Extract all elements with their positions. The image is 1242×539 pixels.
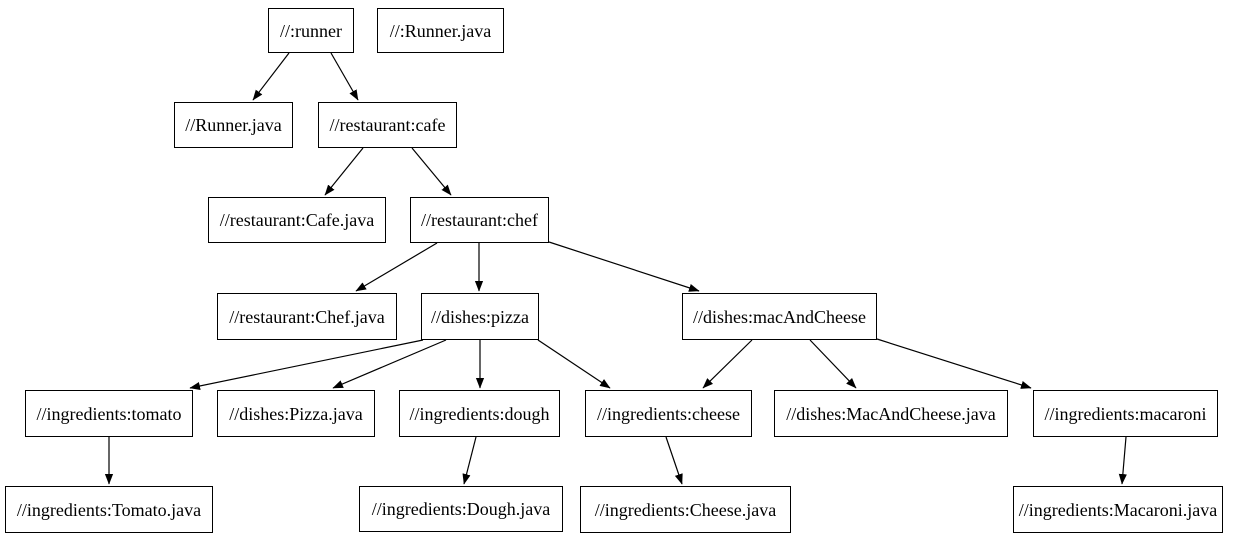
edge-mac-and-cheese-to-cheese [702, 339, 753, 389]
graph-node-dough: //ingredients:dough [399, 390, 560, 437]
graph-node-label: //dishes:pizza [431, 306, 529, 327]
graph-node-cheese: //ingredients:cheese [585, 390, 752, 437]
graph-node-macaroni: //ingredients:macaroni [1033, 390, 1218, 437]
graph-node-label: //ingredients:tomato [36, 403, 182, 424]
graph-node-label: //ingredients:macaroni [1044, 403, 1207, 424]
graph-node-label: //:runner [280, 20, 342, 41]
edge-runner-to-runner-java-file [252, 52, 290, 101]
edge-pizza-to-tomato [189, 339, 424, 390]
graph-node-label: //ingredients:cheese [597, 403, 740, 424]
graph-node-pizza-java: //dishes:Pizza.java [217, 390, 375, 437]
graph-node-pizza: //dishes:pizza [421, 293, 539, 340]
graph-node-label: //dishes:Pizza.java [229, 403, 363, 424]
edge-pizza-to-cheese [537, 339, 611, 389]
edge-chef-to-chef-java [355, 242, 438, 292]
graph-node-macaroni-java: //ingredients:Macaroni.java [1013, 486, 1223, 533]
graph-node-label: //restaurant:chef [421, 210, 538, 230]
edge-cafe-to-cafe-java [324, 147, 364, 196]
graph-node-label: //ingredients:Cheese.java [594, 499, 777, 520]
edge-chef-to-mac-and-cheese [548, 241, 700, 292]
graph-node-label: //dishes:macAndCheese [693, 306, 866, 327]
graph-node-label: //ingredients:Tomato.java [16, 499, 202, 520]
graph-node-label: //restaurant:Cafe.java [219, 210, 375, 230]
graph-node-chef-java: //restaurant:Chef.java [217, 293, 397, 340]
edge-runner-to-cafe [330, 52, 359, 101]
edge-dough-to-dough-java [462, 436, 477, 485]
graph-node-label: //dishes:MacAndCheese.java [786, 403, 996, 424]
graph-node-mac-and-cheese-java: //dishes:MacAndCheese.java [774, 390, 1008, 437]
edge-group [104, 52, 1127, 485]
graph-node-cafe: //restaurant:cafe [318, 102, 457, 148]
graph-node-dough-java: //ingredients:Dough.java [359, 486, 563, 532]
edge-cafe-to-chef [411, 147, 452, 196]
graph-node-runner: //:runner [268, 8, 354, 53]
graph-node-chef: //restaurant:chef [410, 197, 549, 243]
graph-node-label: //ingredients:dough [409, 403, 550, 424]
graph-node-label: //Runner.java [185, 115, 282, 135]
graph-node-label: //:Runner.java [389, 20, 492, 41]
edge-mac-and-cheese-to-macaroni [876, 338, 1032, 389]
graph-node-tomato-java: //ingredients:Tomato.java [5, 486, 213, 533]
graph-node-cheese-java: //ingredients:Cheese.java [580, 486, 791, 533]
graph-node-label: //ingredients:Macaroni.java [1018, 499, 1218, 520]
graph-node-label: //restaurant:Chef.java [229, 306, 385, 327]
graph-node-tomato: //ingredients:tomato [25, 390, 193, 437]
graph-node-label: //restaurant:cafe [329, 115, 446, 135]
graph-node-cafe-java: //restaurant:Cafe.java [208, 197, 386, 243]
graph-node-mac-and-cheese: //dishes:macAndCheese [682, 293, 877, 340]
graph-node-runner-java-file: //Runner.java [174, 102, 293, 148]
edge-mac-and-cheese-to-mac-and-cheese-java [809, 339, 857, 389]
edge-pizza-to-pizza-java [332, 339, 447, 389]
edge-cheese-to-cheese-java [665, 436, 683, 485]
edge-macaroni-to-macaroni-java [1118, 436, 1127, 485]
graph-node-runner-java-target: //:Runner.java [377, 8, 504, 53]
graph-node-label: //ingredients:Dough.java [371, 499, 551, 519]
